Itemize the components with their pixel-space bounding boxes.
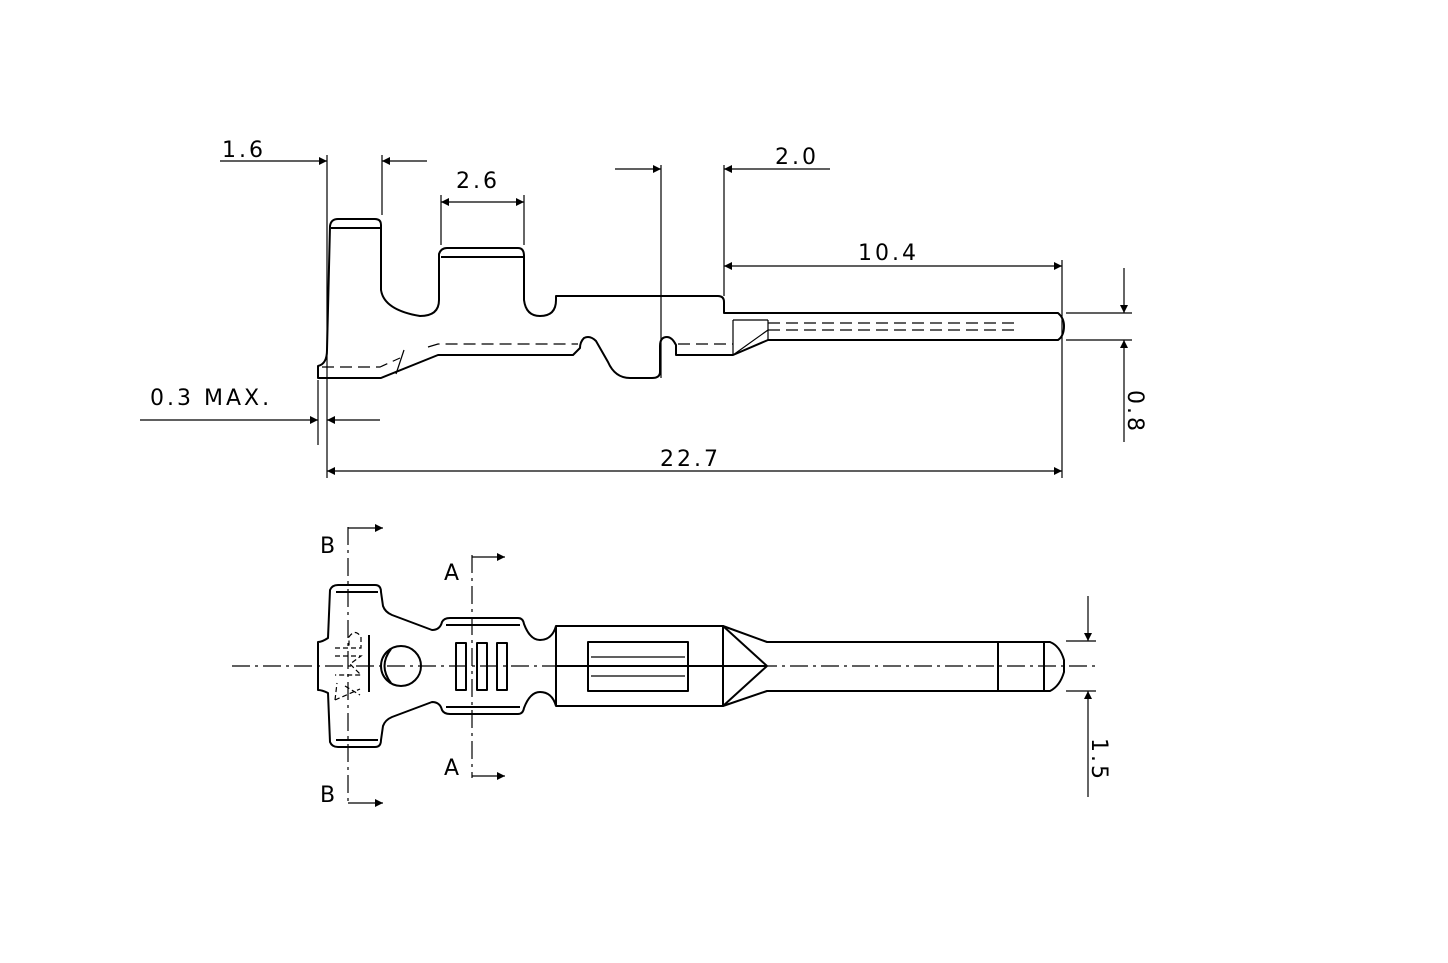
dim-0-3-max: 0.3 MAX. bbox=[150, 386, 272, 411]
serration bbox=[496, 642, 508, 691]
serration bbox=[455, 642, 467, 691]
section-b-top: B bbox=[320, 534, 338, 559]
dim-0-8: 0.8 bbox=[1122, 390, 1147, 434]
side-view-outline bbox=[317, 218, 1065, 379]
serration bbox=[476, 642, 488, 691]
hidden-line bbox=[322, 343, 578, 368]
dim-1-6: 1.6 bbox=[222, 138, 266, 163]
dim-2-6: 2.6 bbox=[456, 169, 500, 194]
top-view-outline bbox=[317, 584, 1065, 748]
pin-hidden-lines bbox=[768, 322, 1015, 331]
inspection-hole bbox=[380, 645, 422, 687]
lance-window bbox=[587, 641, 689, 692]
dim-2-0: 2.0 bbox=[775, 145, 819, 170]
break-mark bbox=[395, 349, 405, 375]
section-a-bottom: A bbox=[444, 756, 462, 781]
side-view: 1.6 2.6 2.0 10.4 0.8 0.3 MAX. 22.7 bbox=[140, 138, 1147, 478]
section-a-top: A bbox=[444, 561, 462, 586]
dim-1-5: 1.5 bbox=[1086, 738, 1111, 782]
transition-lines bbox=[732, 319, 769, 356]
top-view: B B A A 1.5 bbox=[232, 524, 1111, 808]
dim-22-7: 22.7 bbox=[660, 447, 721, 472]
section-b-bottom: B bbox=[320, 783, 338, 808]
dim-10-4: 10.4 bbox=[858, 241, 919, 266]
